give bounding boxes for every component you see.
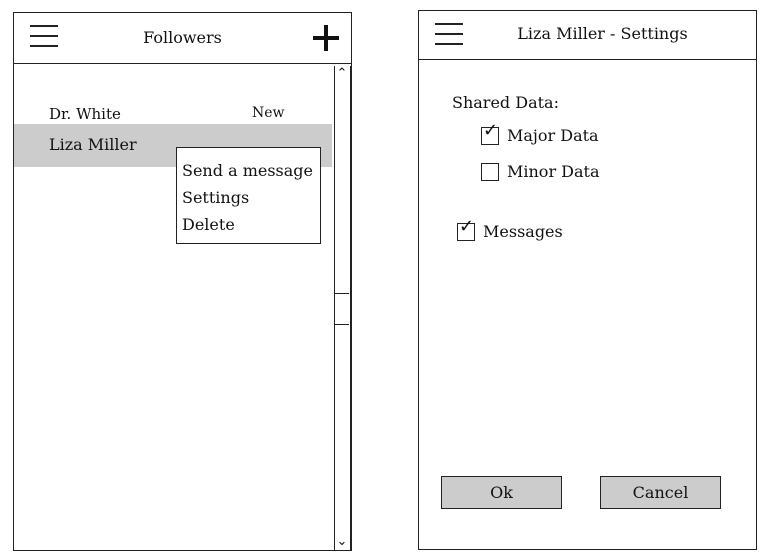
major-data-checkbox[interactable]: ✓ (481, 122, 499, 145)
menu-item-delete[interactable]: Delete (182, 215, 235, 234)
menu-item-settings[interactable]: Settings (182, 188, 250, 207)
follower-row-selected[interactable]: Liza Miller (14, 124, 332, 167)
scroll-up-arrow-icon[interactable]: ⌃ (336, 66, 348, 81)
minor-data-checkbox[interactable] (481, 163, 499, 181)
scroll-down-arrow-icon[interactable]: ⌄ (336, 534, 348, 549)
new-badge: New (252, 105, 285, 121)
followers-header: Followers (14, 13, 351, 64)
messages-label: Messages (483, 222, 563, 241)
follower-name: Liza Miller (49, 135, 137, 154)
follower-row[interactable]: Dr. White New (14, 93, 332, 133)
page-title: Followers (143, 28, 222, 47)
settings-screen: Liza Miller - Settings Shared Data: ✓ Ma… (418, 10, 757, 550)
cancel-button[interactable]: Cancel (600, 476, 721, 509)
checkmark-icon: ✓ (483, 120, 499, 141)
shared-data-label: Shared Data: (452, 93, 559, 112)
scrollbar[interactable]: ⌃ ⌄ (334, 66, 351, 550)
hamburger-menu-icon[interactable] (30, 25, 58, 49)
messages-checkbox[interactable]: ✓ (457, 218, 475, 241)
add-follower-button[interactable] (313, 25, 339, 51)
follower-name: Dr. White (49, 105, 121, 123)
checkmark-icon: ✓ (459, 216, 475, 237)
context-menu: Send a message Settings Delete (176, 147, 321, 244)
followers-screen: Followers Dr. White New Liza Miller Send… (13, 12, 352, 551)
settings-header: Liza Miller - Settings (419, 11, 756, 60)
page-title: Liza Miller - Settings (517, 24, 688, 43)
ok-button[interactable]: Ok (441, 476, 562, 509)
scroll-thumb[interactable] (335, 293, 349, 325)
major-data-label: Major Data (507, 126, 599, 145)
hamburger-menu-icon[interactable] (435, 23, 463, 47)
minor-data-label: Minor Data (507, 162, 600, 181)
menu-item-send-message[interactable]: Send a message (182, 161, 313, 180)
